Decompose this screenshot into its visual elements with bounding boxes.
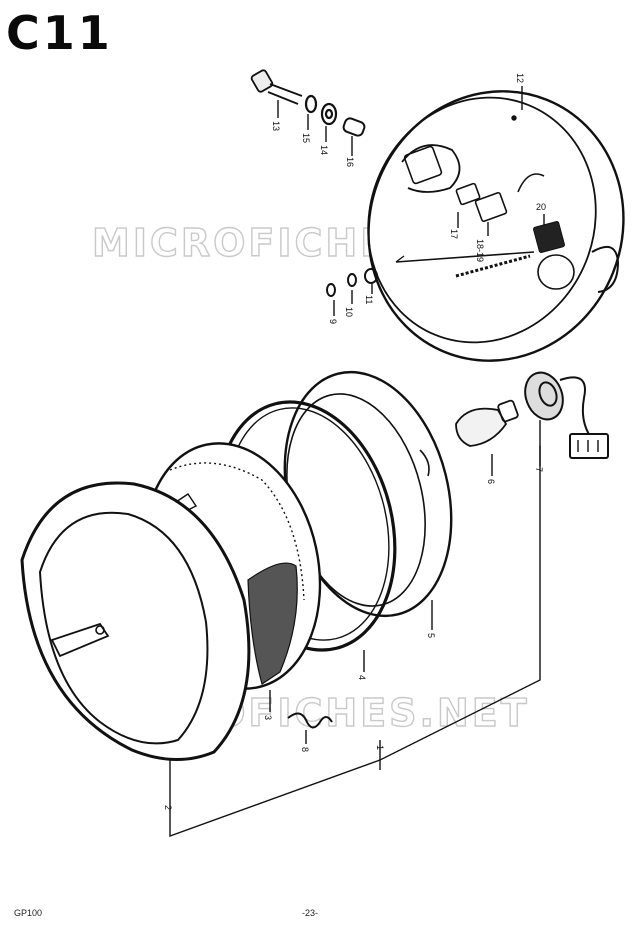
callout-9: 9	[328, 319, 338, 324]
leader-lines	[169, 86, 545, 837]
callout-15: 15	[301, 133, 311, 143]
page-title: C11	[6, 6, 113, 60]
callout-10: 10	[344, 307, 354, 317]
part-15-washer	[304, 94, 318, 114]
footer-model: GP100	[14, 908, 43, 918]
callout-3: 3	[263, 715, 273, 720]
part-16-grommet	[342, 117, 366, 137]
callout-1: 1	[375, 745, 385, 750]
part-2-rim	[20, 481, 251, 761]
callout-13: 13	[271, 121, 281, 131]
callout-7: 7	[534, 467, 544, 472]
callout-14: 14	[319, 145, 329, 155]
part-13-bolt	[250, 69, 303, 105]
part-12-housing	[367, 90, 625, 362]
callout-2: 2	[163, 805, 173, 810]
callout-17: 17	[449, 229, 459, 239]
callout-18-19: 18-19	[475, 239, 485, 262]
part-9-screw	[326, 283, 336, 297]
part-7-socket	[524, 371, 609, 459]
part-10-washer	[347, 273, 357, 287]
footer-page-number: -23-	[302, 908, 319, 918]
callout-5: 5	[426, 633, 436, 638]
part-8-spring	[287, 712, 333, 729]
callout-8: 8	[300, 747, 310, 752]
callout-16: 16	[345, 157, 355, 167]
callout-labels: 1 2 3 4 5 6 7 8 9 10 11 12 13 14 15 16 1…	[163, 73, 546, 810]
part-6-bulb	[455, 399, 519, 447]
part-11-nut	[364, 268, 378, 284]
callout-6: 6	[486, 479, 496, 484]
callout-11: 11	[364, 295, 374, 304]
callout-4: 4	[357, 675, 367, 680]
callout-20: 20	[536, 202, 546, 212]
callout-12: 12	[515, 73, 525, 83]
part-14-washer	[320, 102, 338, 126]
